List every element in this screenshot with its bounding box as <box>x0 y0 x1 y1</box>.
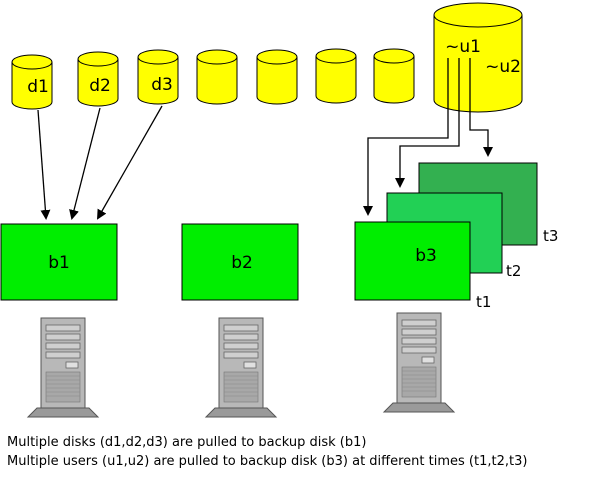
disk-d1: d1 <box>11 54 53 110</box>
arrow-d2-b1 <box>69 107 101 220</box>
backup-box-b3: b3 <box>354 221 471 301</box>
disk-label-d2: d2 <box>89 76 111 96</box>
disk-unlabeled <box>256 49 298 105</box>
user-to-backup-arrows <box>363 58 493 216</box>
time-label-t1: t1 <box>476 293 491 311</box>
disk-unlabeled <box>373 48 415 104</box>
arrow-user-t2 <box>395 58 460 188</box>
user-disk: ~u1 ~u2 <box>433 2 523 113</box>
caption-line-1: Multiple disks (d1,d2,d3) are pulled to … <box>7 435 367 450</box>
caption-line-2: Multiple users (u1,u2) are pulled to bac… <box>7 454 528 469</box>
arrow-d1-b1 <box>37 109 51 220</box>
arrow-user-t3 <box>469 58 493 157</box>
disk-d2: d2 <box>77 51 119 107</box>
backup-label-b2: b2 <box>231 253 253 273</box>
disk-label-d3: d3 <box>151 75 173 95</box>
disk-unlabeled <box>315 48 357 104</box>
time-label-t2: t2 <box>506 262 521 280</box>
disk-unlabeled <box>196 49 238 105</box>
disk-to-backup-arrows <box>37 105 163 220</box>
backup-label-b3: b3 <box>415 246 437 266</box>
backup-label-b1: b1 <box>48 253 70 273</box>
user-label-u1: ~u1 <box>445 37 481 57</box>
server-icon <box>204 317 278 418</box>
arrow-user-t1 <box>363 58 449 216</box>
server-icon <box>382 312 456 413</box>
arrow-d3-b1 <box>97 105 163 220</box>
time-label-t3: t3 <box>543 227 558 245</box>
disk-label-d1: d1 <box>27 77 49 97</box>
backup-box-b2: b2 <box>181 223 299 301</box>
disk-d3: d3 <box>137 49 179 105</box>
server-icon <box>26 317 100 418</box>
backup-box-b1: b1 <box>0 223 118 301</box>
user-label-u2: ~u2 <box>485 57 521 77</box>
